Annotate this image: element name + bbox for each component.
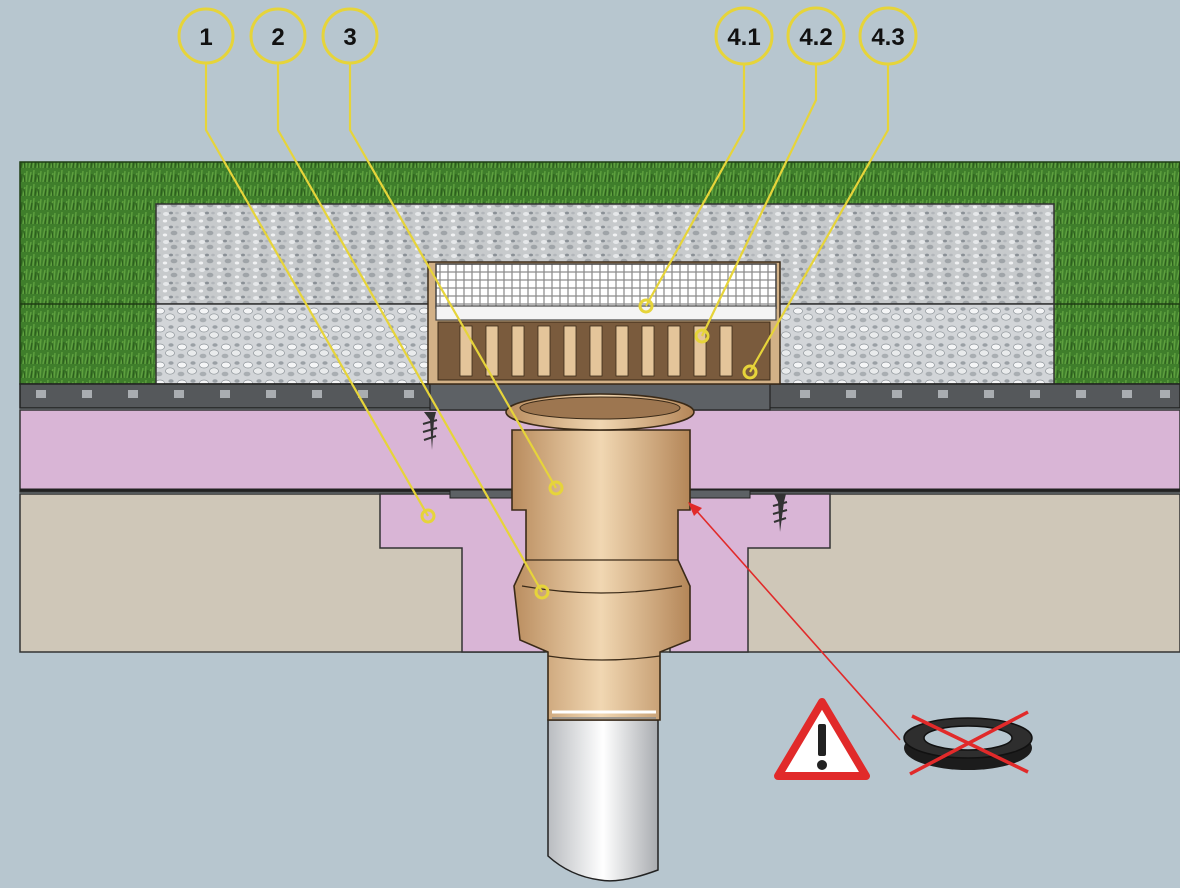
callout-2: 2: [249, 7, 307, 65]
leader-3: [348, 58, 557, 489]
callout-4-1-label: 4.1: [727, 24, 760, 51]
crossed-seal-ring-icon: [903, 710, 1033, 776]
callout-1: 1: [177, 7, 235, 65]
drain-pipe: [547, 719, 659, 882]
callout-leaders: [204, 58, 890, 593]
grate: [435, 263, 777, 321]
screw-right-icon: [772, 494, 788, 532]
screw-left-icon: [422, 412, 438, 450]
callout-4-3: 4.3: [858, 6, 918, 66]
leader-4-3: [749, 60, 890, 373]
callout-2-label: 2: [271, 24, 284, 51]
callout-4-2-label: 4.2: [799, 24, 832, 51]
leader-4-1: [645, 60, 746, 307]
callout-1-label: 1: [199, 24, 212, 51]
callout-4-3-label: 4.3: [871, 24, 904, 51]
leader-1: [204, 58, 429, 517]
callout-dots: [420, 298, 758, 600]
leader-2: [276, 58, 543, 593]
drain-body: [505, 393, 695, 721]
warning-triangle-icon: [774, 698, 870, 780]
callout-4-1: 4.1: [714, 6, 774, 66]
callout-3: 3: [321, 7, 379, 65]
warning-pointer: [688, 502, 901, 741]
leader-4-2: [701, 60, 818, 337]
callout-3-label: 3: [343, 24, 356, 51]
callout-4-2: 4.2: [786, 6, 846, 66]
